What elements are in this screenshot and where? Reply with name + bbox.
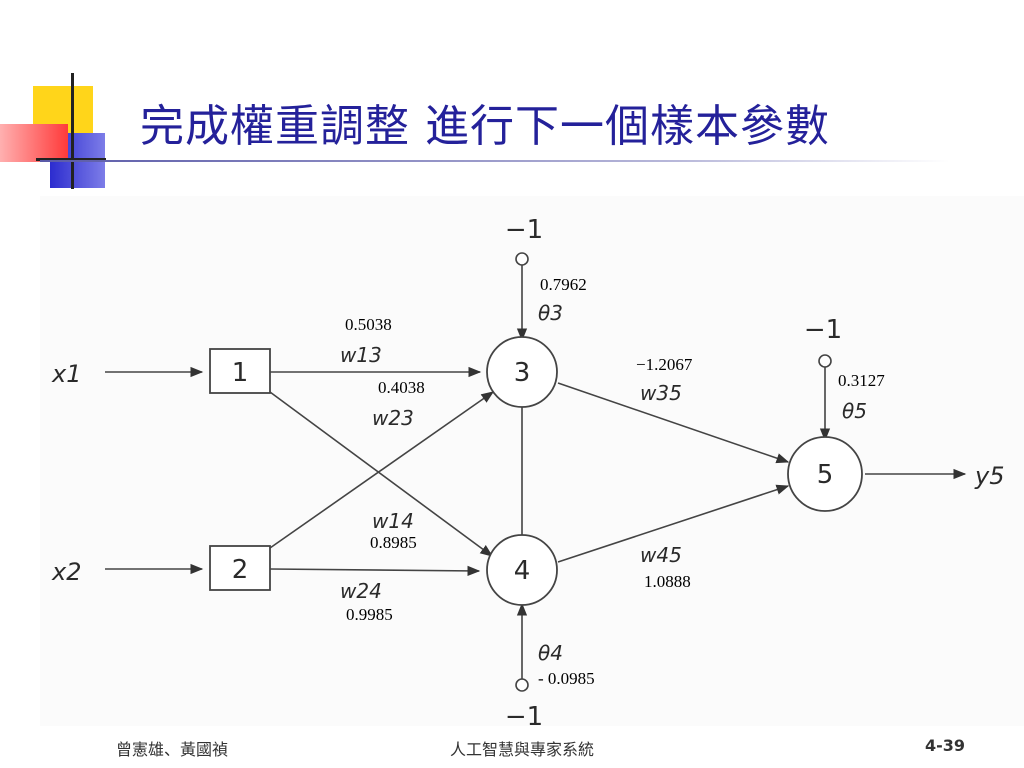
node-3-circle	[486, 336, 558, 408]
label-w35: w35	[640, 381, 682, 405]
label-w45: w45	[640, 543, 682, 567]
bias-node3-label: −1	[505, 215, 543, 245]
node-5-circle	[787, 436, 863, 512]
label-w14: w14	[372, 509, 414, 533]
node-4-label: 4	[514, 556, 531, 586]
node-1-label: 1	[232, 358, 249, 388]
value-theta5: 0.3127	[838, 371, 885, 390]
node-3-label: 3	[514, 358, 531, 388]
edge-node1-node4	[269, 391, 494, 557]
node-2-label: 2	[232, 555, 249, 585]
ornament-horizontal-line	[36, 158, 106, 161]
ornament-vertical-line	[71, 73, 74, 189]
bias-terminal-node4	[515, 678, 529, 692]
ornament-red-bar	[0, 124, 68, 162]
label-w13: w13	[340, 343, 382, 367]
node-1-box	[209, 348, 271, 394]
bias-terminal-node3	[515, 252, 529, 266]
footer-page-number: 4-39	[925, 736, 966, 755]
edge-node3-node5	[557, 382, 790, 464]
value-w14: 0.8985	[370, 533, 417, 552]
input-x1-label: x1	[51, 360, 81, 388]
output-y5-label: y5	[974, 462, 1004, 490]
value-theta4: - 0.0985	[538, 669, 595, 688]
value-w24: 0.9985	[346, 605, 393, 624]
value-w45: 1.0888	[644, 572, 691, 591]
node-4-circle	[486, 534, 558, 606]
footer-course-title: 人工智慧與專家系統	[450, 740, 595, 759]
slide-title: 完成權重調整 進行下一個樣本參數	[140, 101, 830, 152]
edge-node2-node4	[269, 565, 481, 577]
value-w23: 0.4038	[378, 378, 425, 397]
label-theta4: θ4	[538, 641, 563, 665]
input-x2-label: x2	[51, 558, 81, 586]
label-w23: w23	[372, 406, 414, 430]
node-2-box	[209, 545, 271, 591]
edge-node4-node5	[557, 484, 790, 563]
bias-node5-label: −1	[804, 315, 842, 345]
diagram-background	[40, 196, 1024, 726]
label-theta5: θ5	[842, 399, 867, 423]
value-w13: 0.5038	[345, 315, 392, 334]
node-5-label: 5	[817, 460, 834, 490]
label-theta3: θ3	[538, 301, 563, 325]
value-w35: −1.2067	[636, 355, 693, 374]
edge-node2-node3	[269, 391, 495, 549]
title-divider	[40, 160, 950, 162]
value-theta3: 0.7962	[540, 275, 587, 294]
bias-node4-label: −1	[505, 702, 543, 732]
footer-authors: 曾憲雄、黃國禎	[116, 740, 229, 759]
label-w24: w24	[340, 579, 382, 603]
bias-terminal-node5	[818, 354, 832, 368]
